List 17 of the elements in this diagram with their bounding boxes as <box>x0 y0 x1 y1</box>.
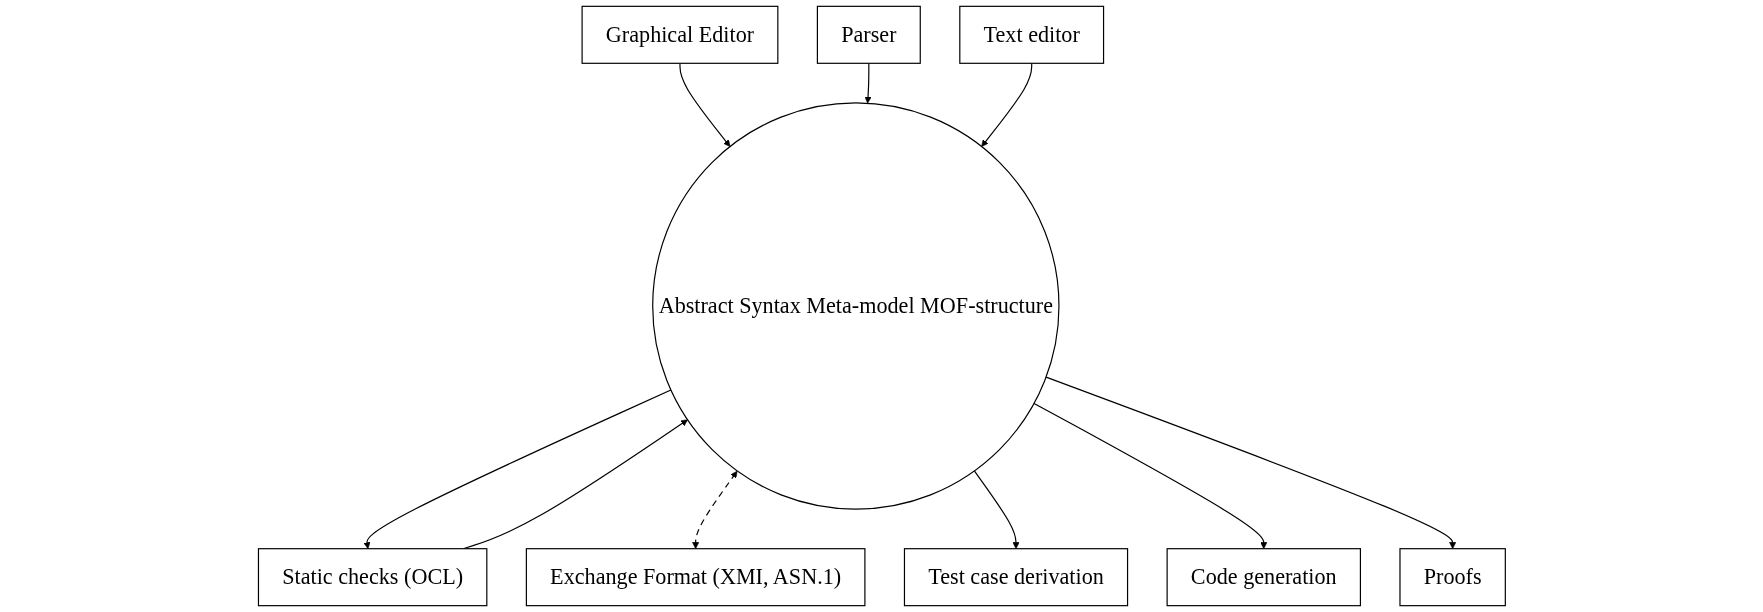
node-box: Graphical Editor <box>581 5 779 64</box>
node-circle: Abstract Syntax Meta-model MOF-structure <box>651 102 1060 510</box>
node-box: Parser <box>816 5 921 64</box>
arrow <box>363 389 672 549</box>
arrow <box>1045 376 1456 549</box>
node-box: Code generation <box>1166 548 1361 607</box>
node-box: Test case derivation <box>903 548 1128 607</box>
node-box: Text editor <box>958 5 1104 64</box>
arrow <box>973 470 1020 549</box>
arrow <box>1033 402 1267 549</box>
node-box: Exchange Format (XMI, ASN.1) <box>525 548 866 607</box>
node-box: Proofs <box>1399 548 1506 607</box>
arrow <box>864 62 872 104</box>
arrow <box>691 470 738 549</box>
arrow <box>679 62 730 147</box>
node-box: Static checks (OCL) <box>257 548 488 607</box>
arrow <box>980 62 1032 147</box>
